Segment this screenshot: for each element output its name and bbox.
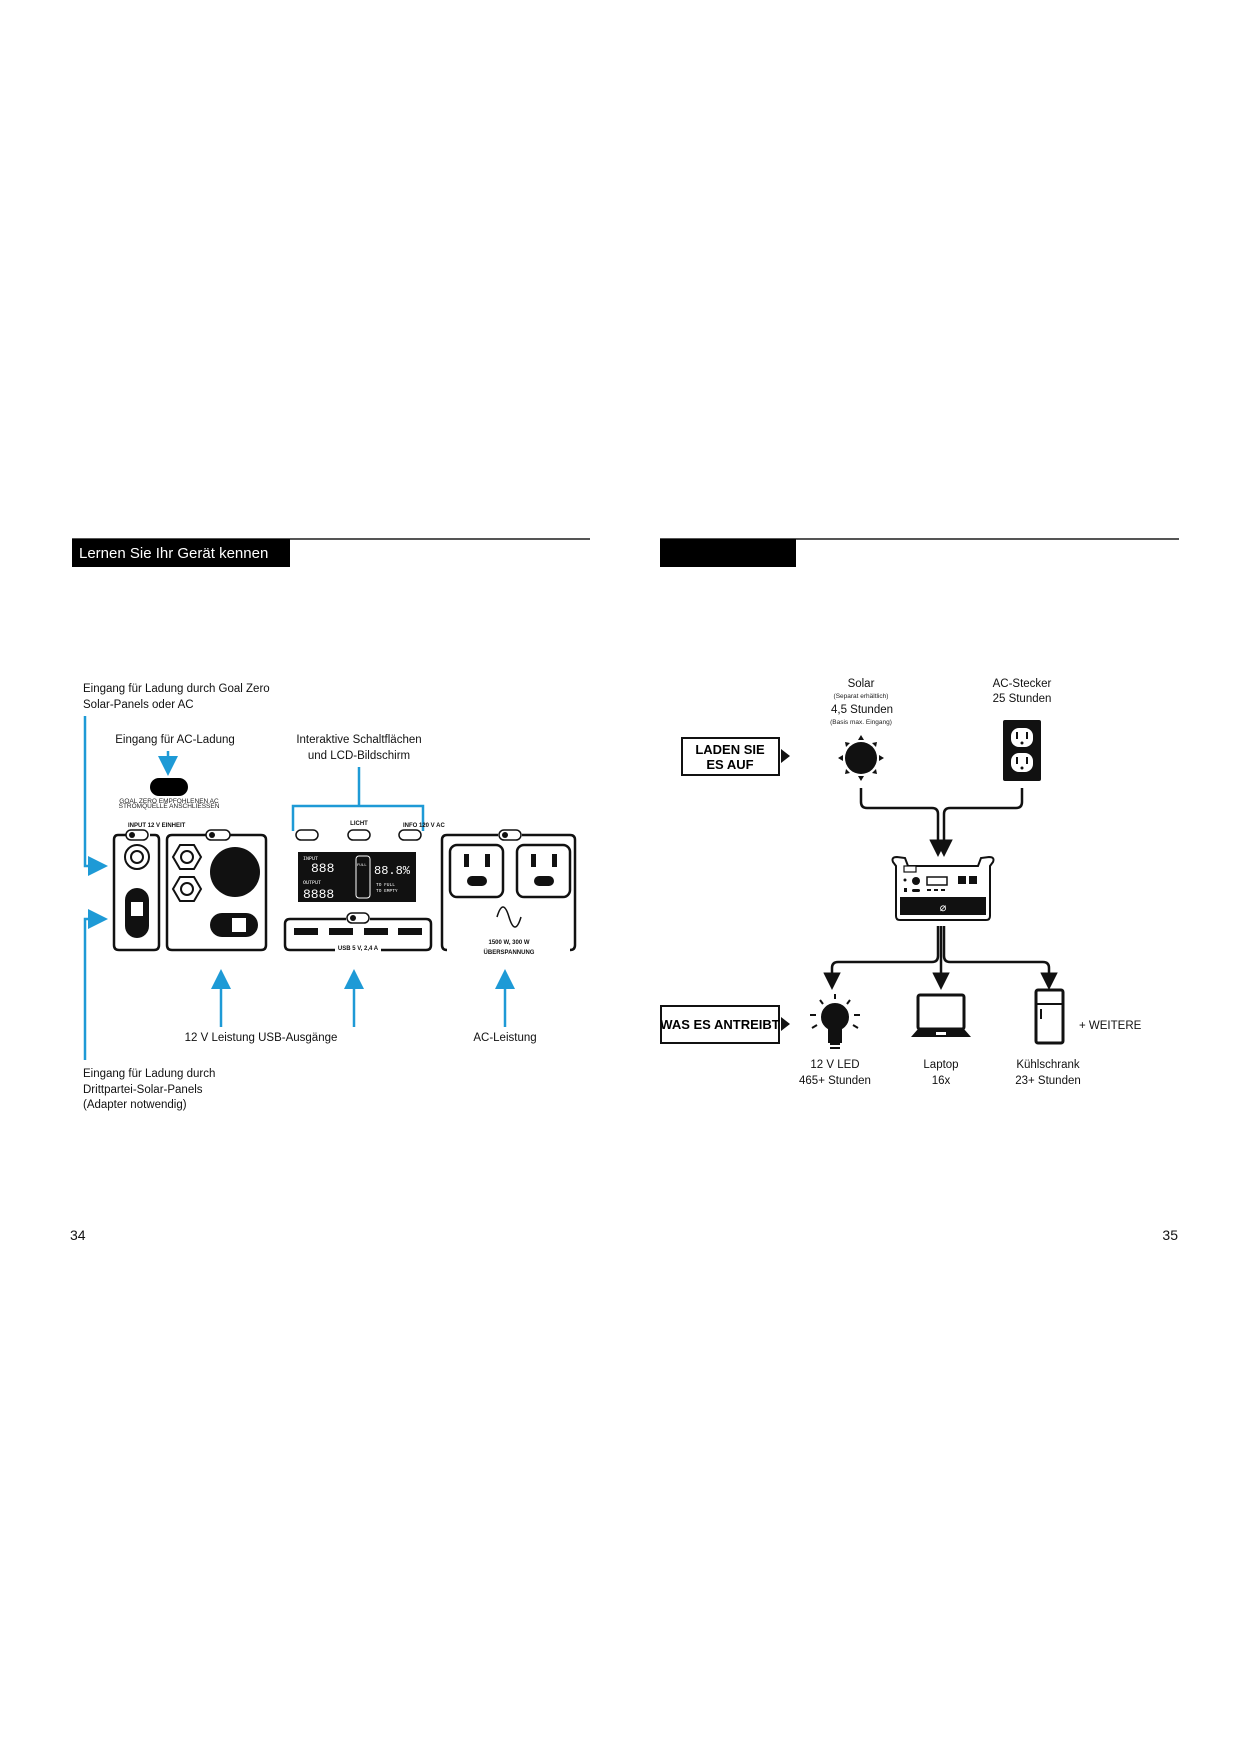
interactive-bracket xyxy=(291,767,425,831)
third-party-arrow xyxy=(83,909,108,1060)
ac-input-port xyxy=(150,778,188,796)
solar-connector xyxy=(859,788,947,857)
usb-panel: USB 5 V, 2,4 A xyxy=(283,912,433,952)
device-led-value: 465+ Stunden xyxy=(799,1075,871,1087)
lcd-output-label: OUTPUT xyxy=(303,880,321,886)
label-ac-surge: ÜBERSPANNUNG xyxy=(484,949,535,956)
laptop-icon xyxy=(911,993,971,1037)
label-info-ac: INFO 120 V AC xyxy=(403,823,445,829)
charge-box-line2: ES AUF xyxy=(706,757,753,772)
fridge-icon xyxy=(1034,988,1065,1045)
usb-port-icon xyxy=(294,928,318,935)
usb-port-icon xyxy=(398,928,422,935)
panel-anderson-ports xyxy=(165,829,268,952)
source-ac-name: AC-Stecker xyxy=(993,678,1052,690)
device-laptop-name: Laptop xyxy=(923,1059,958,1071)
power-station-icon: ⌀ xyxy=(891,855,995,921)
callout-ac-power: AC-Leistung xyxy=(473,1032,536,1044)
usb-port-icon xyxy=(329,928,353,935)
device-laptop-value: 16x xyxy=(932,1075,951,1087)
page-number-left: 34 xyxy=(70,1227,86,1243)
device-fridge-name: Kühlschrank xyxy=(1016,1059,1080,1071)
ac-connector xyxy=(935,788,1024,857)
goal-zero-arrow xyxy=(83,716,108,876)
ac-panel: 1500 W, 300 W ÜBERSPANNUNG xyxy=(440,829,577,956)
button-licht[interactable] xyxy=(347,829,371,841)
callout-interactive-line1: Interaktive Schaltflächen xyxy=(296,734,421,746)
label-usb: USB 5 V, 2,4 A xyxy=(338,946,379,952)
callout-third-party-line1: Eingang für Ladung durch xyxy=(83,1068,215,1080)
source-solar-note2: (Basis max. Eingang) xyxy=(830,719,892,726)
lcd-screen xyxy=(298,852,416,902)
svg-text:⌀: ⌀ xyxy=(940,901,947,914)
fridge-connector xyxy=(942,926,1058,990)
device-fridge-value: 23+ Stunden xyxy=(1015,1075,1081,1087)
callout-interactive-line2: und LCD-Bildschirm xyxy=(308,750,410,762)
ac-outlet-icon xyxy=(515,843,572,899)
led-connector xyxy=(823,926,940,990)
device-led-name: 12 V LED xyxy=(810,1059,859,1071)
charge-box-line1: LADEN SIE xyxy=(695,742,765,757)
label-ac-rating: 1500 W, 300 W xyxy=(488,940,529,946)
label-licht: LICHT xyxy=(350,821,368,827)
power-box-label: WAS ES ANTREIBT xyxy=(660,1017,779,1032)
callout-ac-input: Eingang für AC-Ladung xyxy=(115,734,235,746)
sine-wave-icon xyxy=(496,906,522,928)
lcd-percent: 88.8% xyxy=(374,864,411,878)
right-section-header xyxy=(660,538,1179,567)
lcd-input-digits: 888 xyxy=(311,861,334,876)
lcd-full: FULL xyxy=(357,864,367,868)
source-ac-time: 25 Stunden xyxy=(993,693,1052,705)
callout-goal-zero-line2: Solar-Panels oder AC xyxy=(83,699,194,711)
source-solar-time: 4,5 Stunden xyxy=(831,704,893,716)
section-title: Lernen Sie Ihr Gerät kennen xyxy=(79,545,268,562)
ac-input-note: STROMQUELLE ANSCHLIESSEN xyxy=(119,803,220,810)
light-bulb-icon xyxy=(810,994,860,1049)
callout-third-party-line2: Drittpartei-Solar-Panels xyxy=(83,1084,203,1096)
page-number-right: 35 xyxy=(1162,1227,1178,1243)
callout-goal-zero-line1: Eingang für Ladung durch Goal Zero xyxy=(83,683,270,695)
callout-third-party-line3: (Adapter notwendig) xyxy=(83,1099,187,1111)
button-info[interactable] xyxy=(398,829,422,841)
lcd-to-empty: TO EMPTY xyxy=(376,888,398,894)
ac-outlet-icon xyxy=(448,843,505,899)
ac-input-note: GOAL ZERO EMPFOHLENEN AC xyxy=(119,798,219,805)
sun-icon xyxy=(838,735,884,781)
source-solar-name: Solar xyxy=(848,678,875,690)
lcd-input-label: INPUT xyxy=(303,856,318,862)
usb-port-icon xyxy=(364,928,388,935)
label-input-12v: INPUT 12 V EINHEIT xyxy=(128,823,186,829)
wall-outlet-icon xyxy=(1003,720,1041,781)
lcd-output-digits: 8888 xyxy=(303,887,334,902)
power-box: WAS ES ANTREIBT xyxy=(660,1005,790,1044)
charge-box: LADEN SIE ES AUF xyxy=(681,737,790,776)
more-label: + WEITERE xyxy=(1079,1020,1142,1032)
left-section-header: Lernen Sie Ihr Gerät kennen xyxy=(72,538,590,567)
lcd-and-buttons: INPUT 888 OUTPUT 8888 FULL 88.8% TO FULL… xyxy=(295,829,422,902)
source-solar-note: (Separat erhältlich) xyxy=(834,693,889,700)
lcd-to-full: TO FULL xyxy=(376,882,395,888)
callout-usb-12v: 12 V Leistung USB-Ausgänge xyxy=(185,1032,338,1044)
panel-12v-input xyxy=(112,829,161,952)
button-left[interactable] xyxy=(295,829,319,841)
